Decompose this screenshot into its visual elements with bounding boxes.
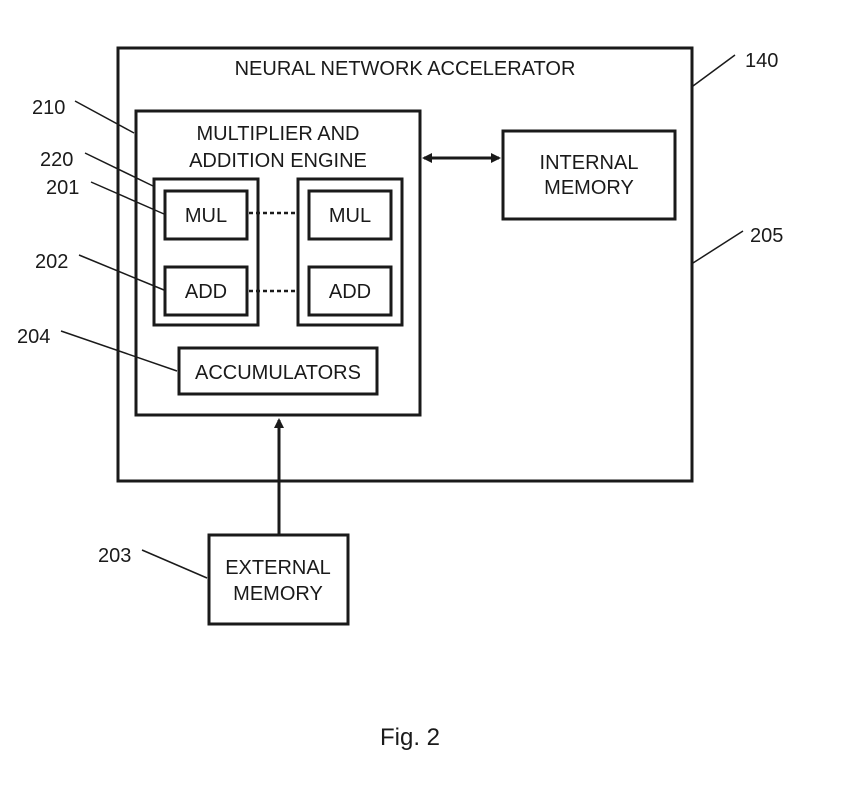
leader-210 <box>74 100 135 134</box>
accelerator-label: NEURAL NETWORK ACCELERATOR <box>235 58 576 80</box>
mul-right-label: MUL <box>329 205 371 227</box>
ref-140: 140 <box>745 50 778 72</box>
ref-202: 202 <box>35 251 68 273</box>
leader-202 <box>78 254 165 291</box>
internal-memory-label-line2: MEMORY <box>544 177 634 199</box>
internal-memory-block: INTERNAL MEMORY <box>501 129 677 221</box>
leader-203 <box>141 549 208 579</box>
internal-memory-label-line1: INTERNAL <box>540 152 639 174</box>
leader-204 <box>60 330 178 372</box>
neural-network-accelerator-block: NEURAL NETWORK ACCELERATOR <box>116 46 694 483</box>
engine-label-line1: MULTIPLIER AND <box>197 123 360 145</box>
ref-210: 210 <box>32 97 65 119</box>
ref-201: 201 <box>46 177 79 199</box>
external-memory-label-line2: MEMORY <box>233 583 323 605</box>
leader-220 <box>84 152 154 187</box>
accumulators-block: ACCUMULATORS <box>177 346 379 396</box>
leader-140 <box>692 54 736 87</box>
ref-205: 205 <box>750 225 783 247</box>
external-memory-block: EXTERNAL MEMORY <box>207 533 350 626</box>
ref-203: 203 <box>98 545 131 567</box>
engine-label-line2: ADDITION ENGINE <box>189 150 367 172</box>
add-right-label: ADD <box>329 281 371 303</box>
ref-204: 204 <box>17 326 50 348</box>
accumulators-label: ACCUMULATORS <box>195 362 361 384</box>
external-memory-label-line1: EXTERNAL <box>225 557 331 579</box>
multiplier-addition-engine-block: MULTIPLIER AND ADDITION ENGINE <box>134 109 422 417</box>
add-left-label: ADD <box>185 281 227 303</box>
ref-220: 220 <box>40 149 73 171</box>
figure-caption: Fig. 2 <box>380 724 440 751</box>
mac-unit-right: MUL ADD <box>296 177 404 327</box>
mul-left-label: MUL <box>185 205 227 227</box>
leader-201 <box>90 181 165 215</box>
mac-unit-left: MUL ADD <box>152 177 260 327</box>
leader-205 <box>692 230 744 264</box>
